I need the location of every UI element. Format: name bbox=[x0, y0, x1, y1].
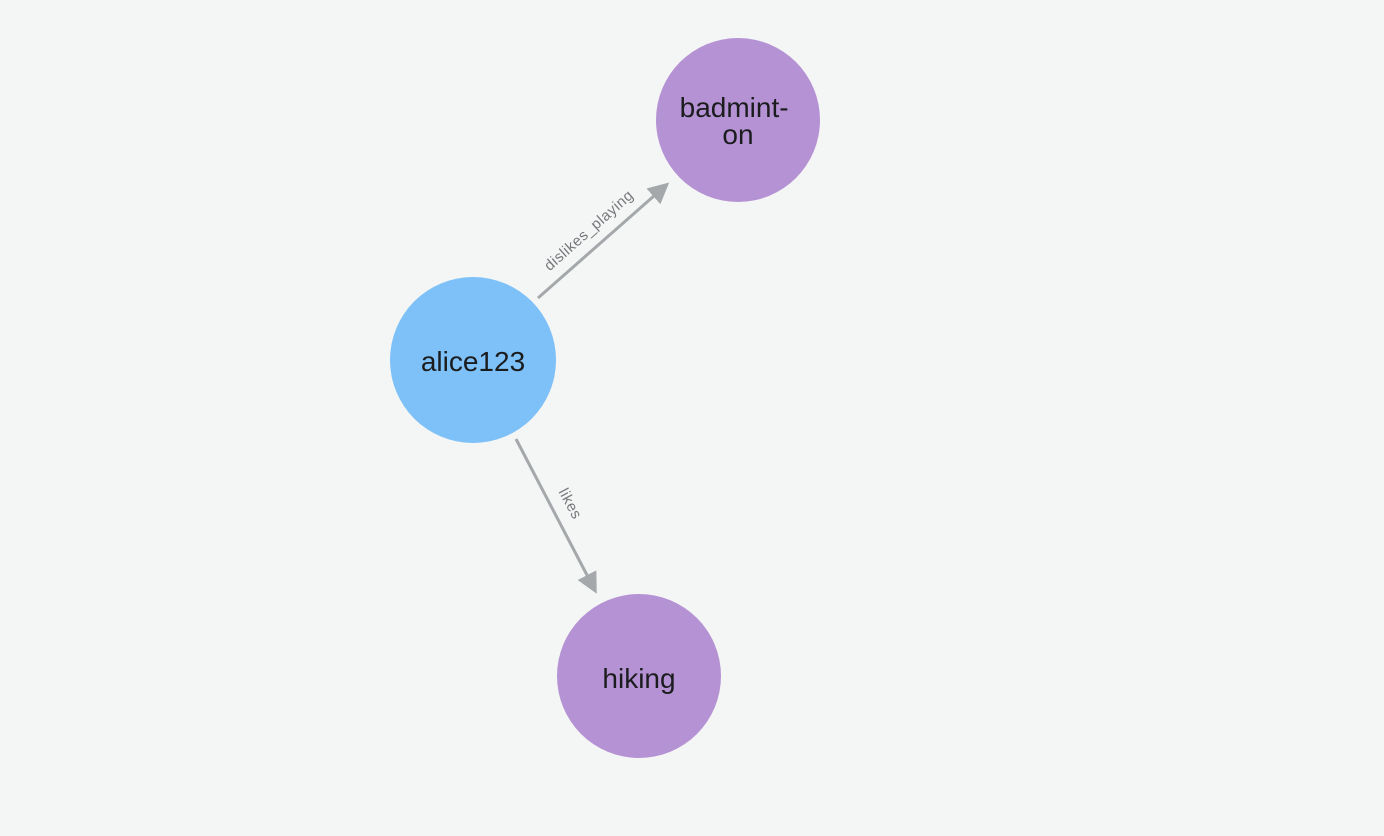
node-hiking[interactable]: hiking bbox=[557, 594, 721, 758]
node-circle-badminton[interactable] bbox=[656, 38, 820, 202]
edge-line-likes[interactable] bbox=[514, 438, 597, 594]
node-alice123[interactable]: alice123 bbox=[390, 277, 556, 443]
node-circle-hiking[interactable] bbox=[557, 594, 721, 758]
node-circle-alice123[interactable] bbox=[390, 277, 556, 443]
node-badminton[interactable]: badmint- on bbox=[656, 38, 820, 202]
edge-line-dislikes-playing[interactable] bbox=[537, 182, 670, 300]
